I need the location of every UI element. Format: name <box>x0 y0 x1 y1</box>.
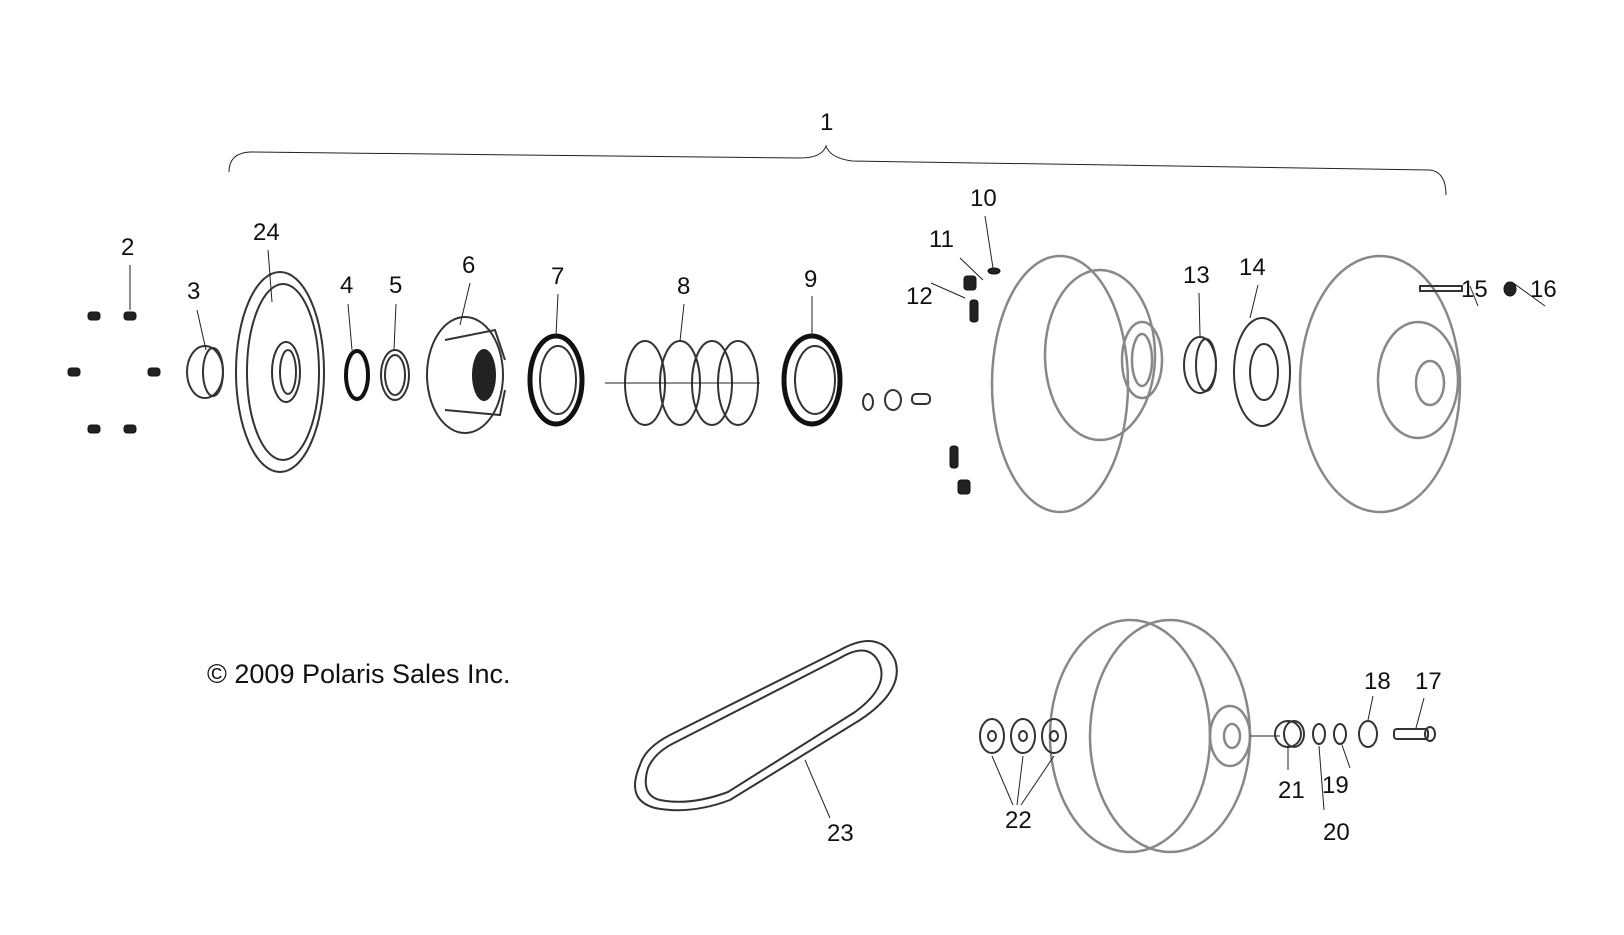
drive-belt-icon <box>634 640 898 819</box>
callout: 8 <box>677 273 690 300</box>
snap-ring-icon <box>344 303 370 401</box>
seal-icon <box>527 293 585 427</box>
callout-1: 1 <box>820 109 833 136</box>
washers-icon <box>979 718 1067 806</box>
callout: 5 <box>389 272 402 299</box>
callout: 20 <box>1323 819 1350 846</box>
copyright-text: © 2009 Polaris Sales Inc. <box>207 659 511 689</box>
assembly-bracket <box>228 144 1447 196</box>
bolt-stack-icon <box>1274 695 1436 811</box>
callout: 24 <box>253 219 280 246</box>
callout: 18 <box>1364 668 1391 695</box>
callout: 19 <box>1322 772 1349 799</box>
callout: 2 <box>121 234 134 261</box>
callout: 16 <box>1530 276 1557 303</box>
bushing-icon <box>186 309 224 399</box>
callout: 10 <box>970 185 997 212</box>
callout: 14 <box>1239 254 1266 281</box>
callout: 6 <box>462 252 475 279</box>
fixed-sheave-icon <box>1298 254 1546 514</box>
bushing-13-icon <box>1183 292 1217 394</box>
callout: 9 <box>804 266 817 293</box>
callout: 7 <box>551 263 564 290</box>
thrust-washer-icon <box>1233 284 1291 427</box>
washer-icon <box>862 389 931 411</box>
callout: 11 <box>929 226 954 253</box>
driven-clutch-icon <box>1048 618 1280 854</box>
helix-icon <box>426 282 506 434</box>
callout: 17 <box>1415 668 1442 695</box>
spring-seat-icon <box>781 296 843 427</box>
callout: 3 <box>187 278 200 305</box>
callout: 23 <box>827 820 854 847</box>
callout-labels: 2 3 24 4 5 6 7 8 9 10 11 12 13 14 15 16 … <box>121 185 1557 847</box>
callout: 22 <box>1005 807 1032 834</box>
callout: 21 <box>1278 777 1305 804</box>
cover-plate-icon <box>235 249 325 473</box>
callout: 13 <box>1183 262 1210 289</box>
callout: 15 <box>1461 276 1488 303</box>
movable-sheave-icon <box>930 215 1164 514</box>
callout: 4 <box>340 272 353 299</box>
ring-icon <box>380 303 410 401</box>
callout: 12 <box>906 283 933 310</box>
spring-icon <box>605 303 760 426</box>
bolts-icon <box>67 265 161 434</box>
